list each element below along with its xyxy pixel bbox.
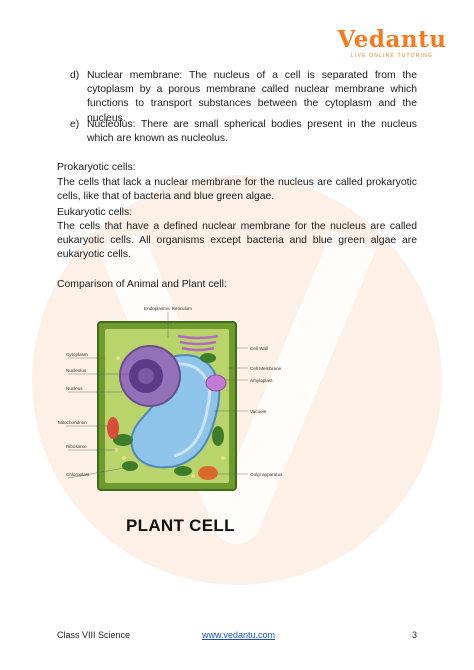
label-nucleolus: Nucleolus [66, 368, 87, 373]
item-d-text: Nuclear membrane: The nucleus of a cell … [87, 70, 417, 124]
label-ribosome: Ribosome [66, 444, 87, 449]
diagram-title: PLANT CELL [126, 516, 235, 535]
eukaryotic-text: The cells that have a defined nuclear me… [57, 221, 417, 261]
item-e-marker: e) [70, 119, 80, 130]
label-cytoplasm: Cytoplasm [66, 352, 88, 357]
item-e-text: Nucleolus: There are small spherical bod… [87, 119, 417, 145]
label-chloroplast: Chloroplast [66, 472, 90, 477]
label-cell-wall: Cell Wall [250, 346, 268, 351]
footer-class: Class VIII Science [57, 630, 131, 640]
logo-name: Vedantu [337, 26, 447, 53]
label-golgi-apparatus: Golgi apparatus [250, 472, 283, 477]
label-mitochondrion: Mitochondrion [58, 420, 87, 425]
footer-website-link[interactable]: www.vedantu.com [202, 630, 276, 640]
comparison-heading: Comparison of Animal and Plant cell: [57, 279, 227, 290]
item-d-marker: d) [70, 70, 80, 81]
label-nucleus: Nucleus [66, 386, 83, 391]
vedantu-logo: Vedantu LIVE ONLINE TUTORING [336, 26, 448, 60]
eukaryotic-heading: Eukaryotic cells: [57, 207, 133, 218]
prokaryotic-heading: Prokaryotic cells: [57, 162, 136, 173]
logo-tagline: LIVE ONLINE TUTORING [350, 53, 434, 59]
footer-page-number: 3 [412, 630, 418, 640]
prokaryotic-text: The cells that lack a nuclear membrane f… [57, 177, 417, 203]
label-vacuole: Vacuole [250, 409, 267, 414]
label-endoplasmic-reticulum: Endoplasmic Reticulum [144, 306, 192, 311]
label-cell-membrane: Cell Membrane [250, 366, 282, 371]
plant-cell-diagram: Endoplasmic Reticulum Cell Wall Cytoplas… [58, 306, 283, 491]
label-amyloplast: Amyloplast [250, 378, 273, 383]
